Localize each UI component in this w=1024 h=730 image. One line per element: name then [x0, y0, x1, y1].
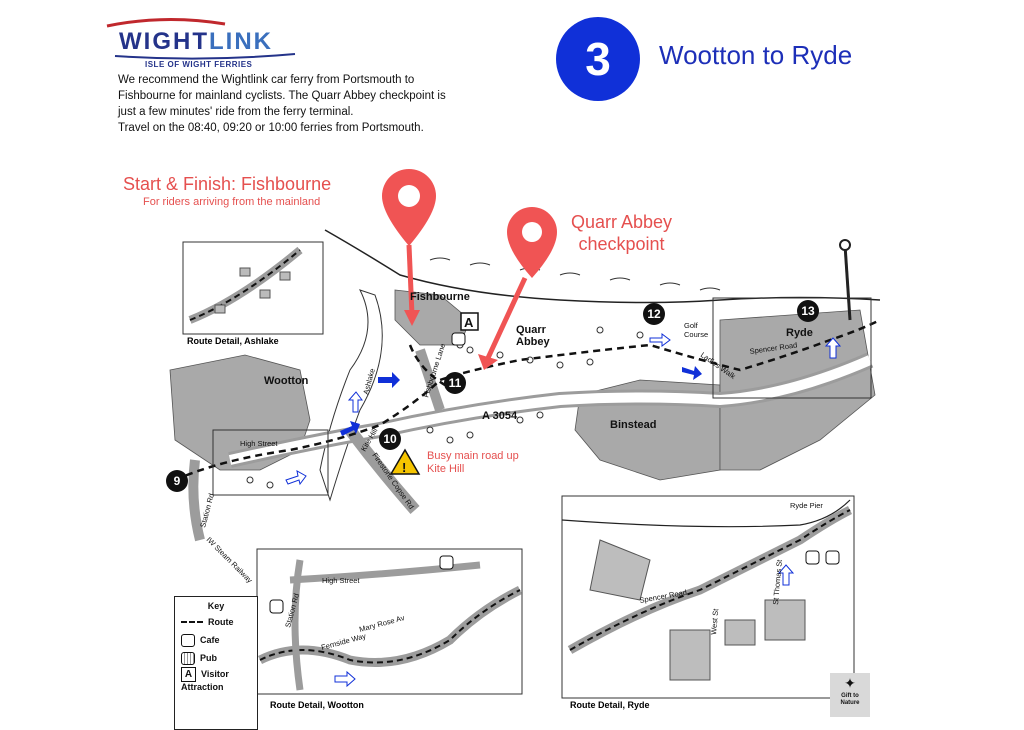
- warning-line2: Kite Hill: [427, 463, 465, 475]
- intro-line: Travel on the 08:40, 09:20 or 10:00 ferr…: [118, 122, 424, 134]
- checkpoint-marker-13: 13: [797, 300, 819, 322]
- checkpoint-marker-9: 9: [166, 470, 188, 492]
- logo-underline-icon: [114, 53, 296, 60]
- svg-text:A: A: [464, 315, 474, 330]
- logo-wordmark: WIGHTLINK: [119, 28, 273, 56]
- wightlink-logo: WIGHTLINK ISLE OF WIGHT FERRIES: [105, 16, 305, 69]
- place-abbey: Abbey: [516, 336, 551, 348]
- map-key: Key Route Cafe Pub A Visitor Attraction: [174, 596, 258, 730]
- logo-tagline: ISLE OF WIGHT FERRIES: [145, 60, 253, 69]
- attraction-a-icon: A: [181, 666, 196, 682]
- wootton-creek: [319, 289, 383, 502]
- start-subtitle: For riders arriving from the mainland: [143, 196, 321, 208]
- key-label-cafe: Cafe: [200, 635, 220, 645]
- place-course: Course: [684, 330, 708, 339]
- checkpoint-marker-12: 12: [643, 303, 665, 325]
- checkpoint-marker-10: 10: [379, 428, 401, 450]
- key-label-pub: Pub: [200, 653, 217, 663]
- place-wootton: Wootton: [264, 375, 309, 387]
- inset-high-street: High Street: [322, 576, 360, 585]
- logo-swoosh-icon: [106, 17, 226, 28]
- sea-texture: [429, 257, 721, 291]
- place-binstead: Binstead: [610, 419, 656, 431]
- pub-icon: [439, 555, 454, 570]
- logo-word-part2: LINK: [208, 28, 273, 55]
- intro-line: Fishbourne for mainland cyclists. The Qu…: [118, 90, 446, 102]
- pint-icon: [181, 651, 195, 665]
- checkpoint-line1: Quarr Abbey: [571, 212, 673, 232]
- caption-wootton: Route Detail, Wootton: [270, 700, 364, 710]
- intro-line: just a few minutes' ride from the ferry …: [118, 106, 354, 118]
- pub-icon: [269, 599, 284, 614]
- bird-icon: ✦: [844, 675, 856, 691]
- ryde-pier: [843, 244, 852, 321]
- caption-ryde: Route Detail, Ryde: [570, 700, 650, 710]
- intro-line: We recommend the Wightlink car ferry fro…: [118, 74, 415, 86]
- key-label-visitor: Visitor: [201, 669, 229, 679]
- wootton-detail-outline: [212, 429, 329, 496]
- road-a3054: A 3054: [482, 410, 518, 422]
- gift-to-nature-badge: ✦ Gift to Nature: [830, 673, 870, 717]
- route-number-badge: 3: [556, 17, 640, 101]
- dashed-line-icon: [181, 621, 203, 623]
- fishbourne-lane: [415, 348, 445, 412]
- checkpoint-label: Quarr Abbey checkpoint: [571, 211, 672, 255]
- warning-icon: !: [389, 448, 421, 475]
- fishbourne-pin-icon: [381, 168, 436, 326]
- credit-line1: Gift to: [841, 693, 859, 699]
- street-high-street: High Street: [240, 439, 278, 448]
- place-quarr: Quarr: [516, 324, 547, 336]
- checkpoint-marker-11: 11: [444, 372, 466, 394]
- start-title: Start & Finish: Fishbourne: [123, 174, 332, 194]
- inset-ryde-pier: Ryde Pier: [790, 501, 823, 510]
- intro-text: We recommend the Wightlink car ferry fro…: [118, 72, 478, 136]
- key-row-attraction-2: Attraction: [181, 681, 251, 693]
- key-label-route: Route: [208, 617, 234, 627]
- key-label-attraction: Attraction: [181, 682, 224, 692]
- place-ryde: Ryde: [786, 327, 813, 339]
- route-title: Wootton to Ryde: [659, 40, 853, 70]
- place-golf: Golf: [684, 321, 699, 330]
- place-fishbourne: Fishbourne: [410, 291, 470, 303]
- cafe-icon: [805, 550, 820, 565]
- key-row-cafe: Cafe: [181, 631, 251, 649]
- caption-ashlake: Route Detail, Ashlake: [187, 336, 279, 346]
- station-rd: [188, 459, 205, 542]
- street-railway: IW Steam Railway: [205, 535, 255, 585]
- cafe-icon: [451, 332, 466, 346]
- svg-text:!: !: [402, 460, 406, 475]
- attraction-a-icon: A: [460, 312, 479, 331]
- kite-hill-road: [345, 426, 420, 514]
- key-row-route: Route: [181, 613, 251, 631]
- logo-word-part1: WIGHT: [119, 28, 209, 55]
- ryde-detail-outline: [712, 297, 872, 399]
- key-row-pub: Pub: [181, 649, 251, 667]
- key-row-attraction: A Visitor: [181, 666, 251, 682]
- warning-text: Busy main road up Kite Hill: [427, 450, 519, 476]
- key-title: Key: [207, 601, 225, 611]
- direction-arrows: [285, 333, 842, 688]
- warning-line1: Busy main road up: [427, 450, 519, 462]
- street-station-rd: Station Rd: [198, 492, 216, 528]
- inset-west-st: West St: [709, 607, 720, 635]
- checkpoint-line2: checkpoint: [578, 234, 665, 254]
- credit-line2: Nature: [840, 700, 860, 706]
- inset-st-thomas: St Thomas St: [771, 558, 784, 605]
- pub-icon: [825, 550, 840, 565]
- route-to-fishbourne: [408, 344, 446, 387]
- quarr-abbey-pin-icon: [478, 207, 557, 370]
- cup-icon: [181, 633, 195, 647]
